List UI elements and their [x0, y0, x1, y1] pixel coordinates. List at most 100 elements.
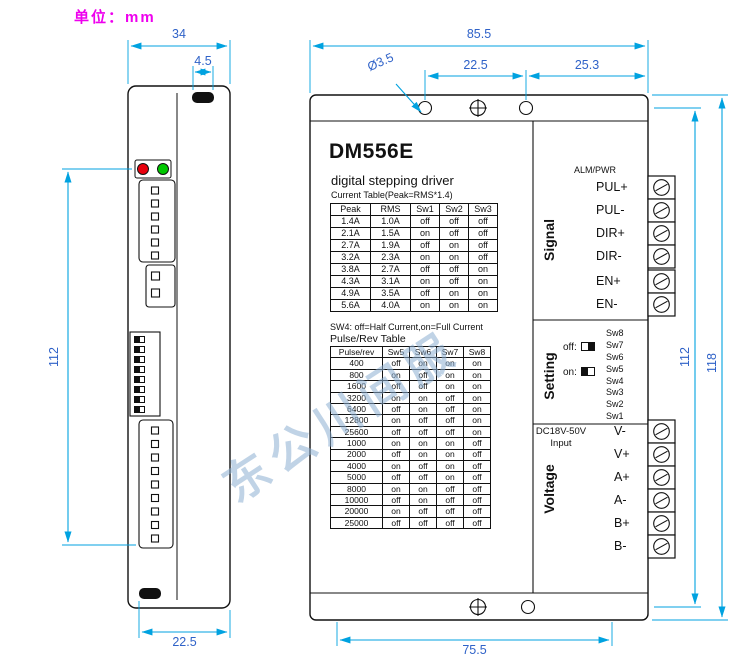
switch-name: Sw1: [606, 411, 624, 422]
table-cell: off: [463, 471, 491, 484]
table-cell: on: [410, 299, 440, 312]
table-cell: 8000: [330, 482, 383, 496]
dim-side-height: 112: [47, 347, 61, 367]
voltage-pin-labels: V-V+A+A-B+B-: [614, 420, 630, 558]
pin-label: A-: [614, 493, 627, 507]
table-cell: on: [463, 425, 491, 439]
table-cell: on: [382, 459, 410, 473]
table-cell: 4.9A: [330, 287, 371, 300]
table-cell: 1.9A: [370, 239, 411, 252]
sw4-note: SW4: off=Half Current,on=Full Current: [330, 322, 483, 332]
signal-pin-labels: PUL+PUL-DIR+DIR-: [596, 176, 628, 268]
signal-section-label: Signal: [541, 218, 557, 262]
dim-hole-left-span: 22.5: [463, 58, 488, 72]
table-cell: 1600: [330, 380, 383, 393]
table-cell: off: [439, 215, 469, 228]
terminal-screw: [647, 465, 676, 490]
unit-label: 单位：mm: [74, 9, 156, 26]
table-cell: on: [410, 251, 440, 264]
terminal-screw: [647, 511, 676, 536]
table-cell: 2.7A: [330, 239, 371, 252]
dip-on-label: on:: [563, 367, 577, 378]
terminal-screw: [647, 244, 676, 269]
switch-name: Sw4: [606, 375, 624, 386]
table-cell: 1000: [330, 437, 383, 450]
table-cell: on: [436, 437, 464, 450]
power-voltage-range: DC18V-50V: [535, 426, 587, 437]
power-input-label: DC18V-50V Input: [527, 426, 595, 450]
table-cell: off: [468, 215, 498, 228]
table-cell: on: [463, 414, 491, 427]
table-cell: off: [468, 239, 498, 252]
mounting-hole-right: [518, 100, 534, 116]
table-cell: off: [382, 402, 410, 416]
table-cell: off: [468, 227, 498, 240]
table-cell: on: [439, 299, 469, 312]
table-cell: 6400: [330, 402, 383, 416]
dip-legend-off: off:: [563, 342, 595, 353]
table-cell: 2.1A: [330, 227, 371, 240]
table-cell: 3.1A: [370, 275, 411, 288]
model-title: DM556E: [329, 140, 414, 163]
table-cell: off: [409, 414, 437, 427]
table-cell: on: [468, 263, 498, 276]
table-cell: off: [439, 263, 469, 276]
pin-label: PUL+: [596, 180, 628, 194]
table-cell: on: [409, 448, 437, 461]
table-cell: on: [410, 227, 440, 240]
table-cell: on: [409, 391, 437, 404]
signal-connector: [138, 179, 176, 263]
dim-side-notch: 4.5: [194, 54, 212, 68]
table-cell: on: [409, 357, 437, 370]
column-header: Sw6: [409, 345, 437, 359]
dimension-lines: [62, 40, 728, 646]
pin-label: EN-: [596, 297, 618, 311]
table-cell: on: [468, 287, 498, 300]
current-table-caption: Current Table(Peak=RMS*1.4): [331, 190, 453, 200]
pulse-table-caption: Pulse/Rev Table: [330, 333, 406, 345]
table-cell: off: [409, 425, 437, 439]
table-cell: on: [382, 505, 410, 518]
switch-name: Sw6: [606, 351, 624, 362]
pin-label: PUL-: [596, 203, 625, 217]
column-header: Sw2: [439, 203, 469, 216]
mounting-hole-left: [417, 100, 433, 116]
terminal-screw: [647, 198, 676, 223]
table-cell: on: [436, 368, 464, 382]
table-cell: on: [439, 239, 469, 252]
table-cell: 2.3A: [370, 251, 411, 264]
terminal-screw: [647, 292, 676, 317]
alm-pwr-label: ALM/PWR: [574, 165, 617, 175]
top-screw: [469, 99, 487, 117]
dim-front-hole-height: 112: [678, 347, 692, 367]
switch-name: Sw5: [606, 363, 624, 374]
dip-switch-block: [129, 331, 161, 417]
switch-name: Sw3: [606, 387, 624, 398]
table-cell: off: [463, 437, 491, 450]
table-cell: off: [463, 459, 491, 473]
table-cell: off: [436, 494, 464, 507]
table-cell: off: [436, 402, 464, 416]
table-cell: on: [439, 287, 469, 300]
table-cell: off: [409, 380, 437, 393]
table-cell: off: [436, 516, 464, 530]
terminal-screw: [647, 488, 676, 513]
table-cell: 3.2A: [330, 251, 371, 264]
dim-front-bottom: 75.5: [462, 643, 487, 657]
table-cell: 1.4A: [330, 215, 371, 228]
column-header: Sw8: [463, 345, 491, 359]
